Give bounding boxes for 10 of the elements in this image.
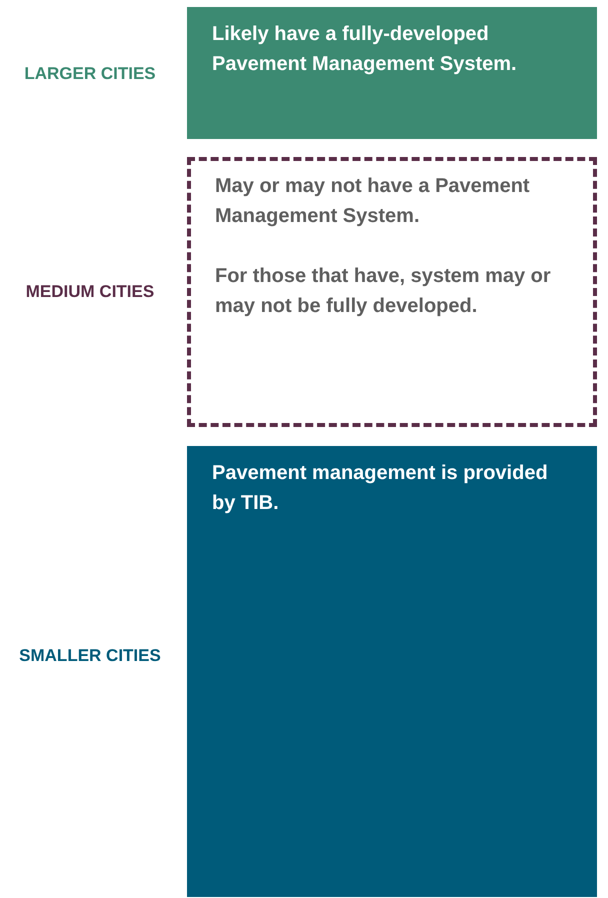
category-label: LARGER CITIES — [23, 64, 157, 84]
category-label: SMALLER CITIES — [18, 646, 162, 666]
box-text: May or may not have a Pavement Management System. — [215, 174, 531, 229]
box-text: Likely have a fully-developed Pavement Management System. — [212, 22, 518, 77]
filled-box — [187, 7, 597, 139]
box-text: For those that have, system may or may not be fully developed. — [215, 264, 552, 319]
category-label: MEDIUM CITIES — [24, 282, 156, 302]
dashed-box — [187, 157, 597, 427]
box-text: Pavement management is provided by TIB. — [212, 461, 549, 516]
filled-box — [187, 446, 597, 897]
